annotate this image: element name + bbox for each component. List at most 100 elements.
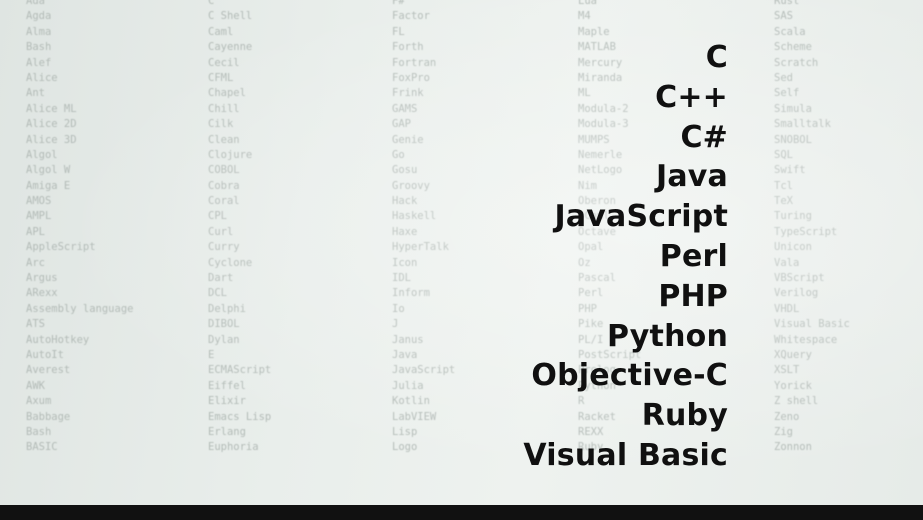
background-language-item: Clojure (208, 148, 253, 161)
background-language-item: AutoHotkey (26, 333, 90, 346)
background-language-item: Io (392, 302, 405, 315)
background-language-item: Oberon (578, 195, 616, 208)
background-language-item: Inform (392, 287, 430, 300)
background-language-item: Hack (392, 195, 418, 208)
language-item: Perl (659, 238, 728, 274)
background-language-item: TeX (774, 195, 793, 208)
background-language-item: Emacs Lisp (208, 410, 272, 423)
background-language-item: Ada (26, 0, 45, 7)
background-language-item: CFML (208, 71, 234, 84)
background-language-item: Delphi (208, 302, 246, 315)
background-language-item: Curl (208, 225, 234, 238)
background-language-item: Modula-2 (578, 102, 629, 115)
background-language-item: Axum (26, 395, 52, 408)
background-language-item: Dylan (208, 333, 240, 346)
background-language-item: MUMPS (578, 133, 610, 146)
background-language-item: Zeno (774, 410, 800, 423)
background-language-item: VHDL (774, 302, 800, 315)
background-language-item: Kotlin (392, 395, 430, 408)
language-item: C (705, 40, 728, 75)
background-language-item: Opal (578, 241, 604, 254)
background-language-item: Euphoria (208, 441, 259, 454)
background-language-item: E (208, 348, 215, 361)
language-item: Objective-C (531, 358, 728, 394)
background-language-item: Pike (578, 318, 604, 331)
background-language-item: IDL (392, 272, 411, 285)
background-language-item: Visual Basic (774, 318, 850, 331)
background-language-item: REXX (578, 425, 604, 438)
background-language-item: Erlang (208, 425, 246, 438)
highlighted-languages-list: C C++ C# Java JavaScript Perl PHP Python… (523, 38, 728, 476)
background-language-item: Forth (392, 41, 424, 54)
background-language-item: Tcl (774, 179, 793, 192)
background-language-item: Alice ML (26, 102, 77, 115)
background-language-item: TypeScript (774, 225, 838, 238)
background-language-item: Python (578, 379, 616, 392)
background-language-item: JavaScript (392, 364, 456, 377)
background-language-item: Algol W (26, 164, 71, 177)
background-language-item: SAS (774, 10, 793, 23)
background-language-item: XSLT (774, 364, 800, 377)
background-language-item: Turing (774, 210, 812, 223)
background-language-item: Maple (578, 25, 610, 38)
background-language-item: Scratch (774, 56, 819, 69)
background-language-item: C Shell (208, 10, 253, 23)
background-language-item: COBOL (208, 164, 240, 177)
background-language-item: Chapel (208, 87, 246, 100)
background-language-item: Curry (208, 241, 240, 254)
background-language-item: VBScript (774, 272, 825, 285)
background-language-item: FoxPro (392, 71, 430, 84)
background-language-item: Factor (392, 10, 430, 23)
background-language-item: Amiga E (26, 179, 71, 192)
background-language-item: DCL (208, 287, 227, 300)
background-language-item: Perl (578, 287, 604, 300)
background-language-item: Logo (392, 441, 418, 454)
background-language-item: Cecil (208, 56, 240, 69)
background-language-item: AutoIt (26, 348, 64, 361)
background-language-item: Self (774, 87, 800, 100)
background-language-item: Sed (774, 71, 793, 84)
background-language-item: Octave (578, 225, 616, 238)
background-language-item: Frink (392, 87, 424, 100)
background-language-item: Dart (208, 272, 234, 285)
background-language-item: Cobra (208, 179, 240, 192)
background-language-item: Ant (26, 87, 45, 100)
background-language-item: Agda (26, 10, 52, 23)
background-language-item: PostScript (578, 348, 642, 361)
language-item: Ruby (641, 398, 728, 434)
background-language-item: Argus (26, 272, 58, 285)
background-language-item: Janus (392, 333, 424, 346)
background-language-item: Clean (208, 133, 240, 146)
background-language-item: ARexx (26, 287, 58, 300)
background-language-item: Cayenne (208, 41, 253, 54)
background-language-item: Bash (26, 41, 52, 54)
background-language-item: J (392, 318, 399, 331)
background-language-item: Caml (208, 25, 234, 38)
background-language-item: Lisp (392, 425, 418, 438)
background-language-item: Julia (392, 379, 424, 392)
background-language-item: C (208, 0, 215, 7)
background-language-item: Algol (26, 148, 58, 161)
background-language-item: XQuery (774, 348, 812, 361)
letterbox-bar (0, 505, 923, 520)
background-language-item: Fortran (392, 56, 437, 69)
background-language-item: GAP (392, 118, 411, 131)
background-language-item: Prolog (578, 364, 616, 377)
background-language-item: Modula-3 (578, 118, 629, 131)
background-language-item: Z shell (774, 395, 819, 408)
background-language-item: Zig (774, 425, 793, 438)
language-item: JavaScript (554, 199, 728, 235)
background-language-item: Go (392, 148, 405, 161)
background-language-item: Scheme (774, 41, 812, 54)
background-language-item: ML (578, 87, 591, 100)
background-language-item: PL/I (578, 333, 604, 346)
background-language-item: Nim (578, 179, 597, 192)
background-language-item: LabVIEW (392, 410, 437, 423)
background-language-item: AMPL (26, 210, 52, 223)
background-language-item: Pascal (578, 272, 616, 285)
background-language-item: Miranda (578, 71, 623, 84)
language-item: C# (680, 119, 728, 155)
background-language-item: Groovy (392, 179, 430, 192)
